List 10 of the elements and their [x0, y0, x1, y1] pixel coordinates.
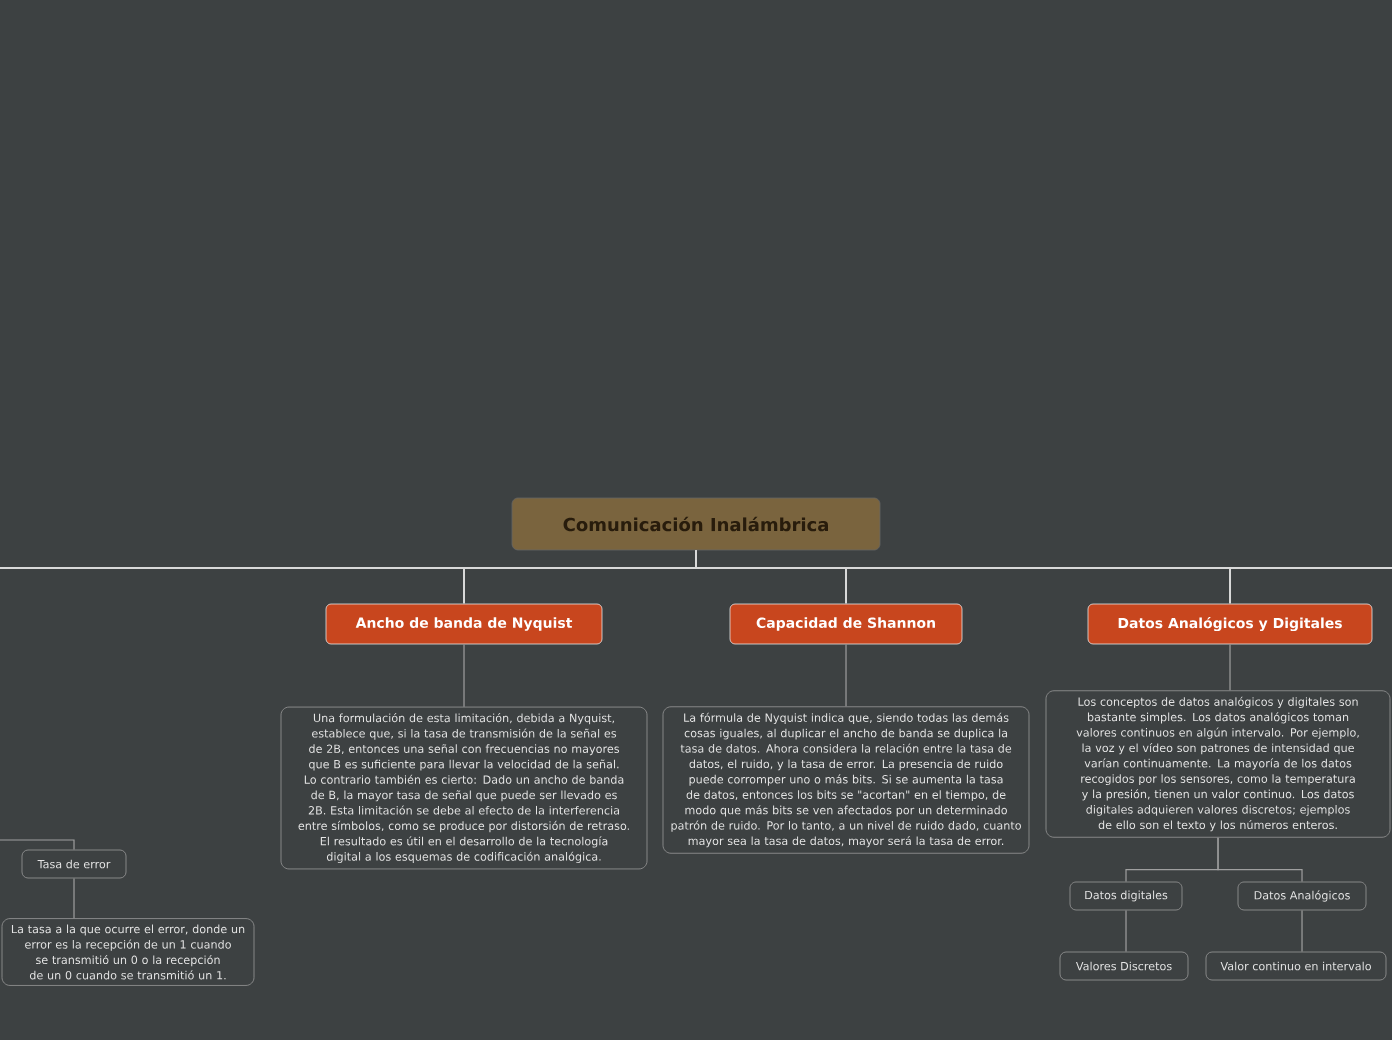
connector-line: [1229, 643, 1231, 691]
connector-line: [1301, 909, 1303, 953]
connector-line: [1217, 837, 1303, 883]
connector-line: [845, 643, 847, 707]
connector-line: [73, 877, 75, 919]
connector-line: [695, 549, 1231, 605]
connector-line: [1125, 909, 1127, 953]
topic-box: Comunicación Inalámbrica: [511, 497, 881, 551]
connector-line: [0, 839, 75, 851]
connector-line: [463, 643, 465, 708]
